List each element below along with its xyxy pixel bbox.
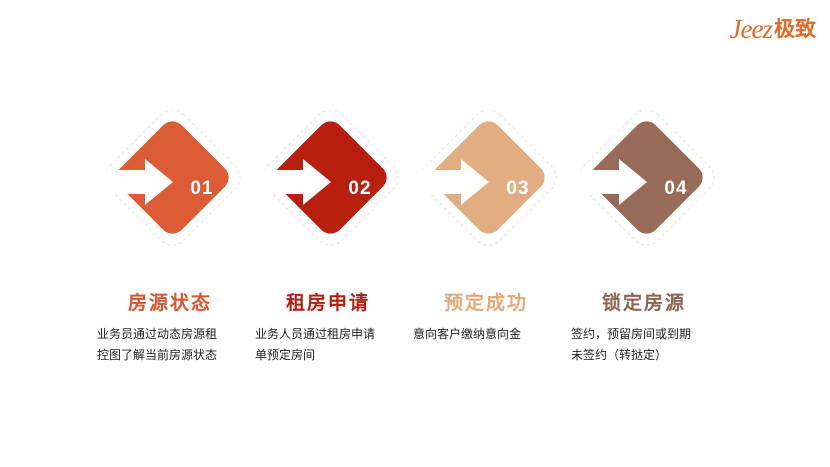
step-description-line: 签约，预留房间或到期 — [571, 327, 692, 341]
step-number: 02 — [348, 178, 372, 199]
step-4: 04 锁定房源 签约，预留房间或到期 未签约（转挞定） — [559, 110, 729, 410]
diamond-arrow-icon — [567, 110, 715, 246]
diamond-arrow-icon — [93, 110, 241, 246]
step-title: 租房申请 — [285, 292, 370, 314]
diamond-arrow-icon — [409, 110, 557, 246]
step-description-line: 业务人员通过租房申请 — [255, 327, 376, 341]
logo-wordmark: Jeez — [729, 14, 773, 44]
step-title: 锁定房源 — [601, 292, 686, 314]
logo-chinese: 极致 — [774, 17, 816, 41]
step-description: 意向客户缴纳意向金 — [413, 324, 573, 345]
step-description: 业务人员通过租房申请 单预定房间 — [255, 324, 415, 366]
step-number: 03 — [506, 178, 530, 199]
step-description-line: 单预定房间 — [255, 348, 316, 362]
step-number: 01 — [190, 178, 214, 199]
step-2: 02 租房申请 业务人员通过租房申请 单预定房间 — [243, 110, 413, 410]
jeez-logo: Jeez 极致 — [730, 12, 816, 46]
step-title: 预定成功 — [443, 292, 528, 314]
step-title: 房源状态 — [127, 292, 212, 314]
step-description: 签约，预留房间或到期 未签约（转挞定） — [571, 324, 731, 366]
step-3: 03 预定成功 意向客户缴纳意向金 — [401, 110, 571, 410]
step-1: 01 房源状态 业务员通过动态房源租 控图了解当前房源状态 — [85, 110, 255, 410]
step-description-line: 控图了解当前房源状态 — [97, 348, 218, 362]
step-description-line: 未签约（转挞定） — [571, 348, 668, 362]
step-number: 04 — [664, 178, 688, 199]
diamond-arrow-icon — [251, 110, 399, 246]
step-description: 业务员通过动态房源租 控图了解当前房源状态 — [97, 324, 257, 366]
step-description-line: 业务员通过动态房源租 — [97, 327, 218, 341]
step-description-line: 意向客户缴纳意向金 — [413, 327, 522, 341]
